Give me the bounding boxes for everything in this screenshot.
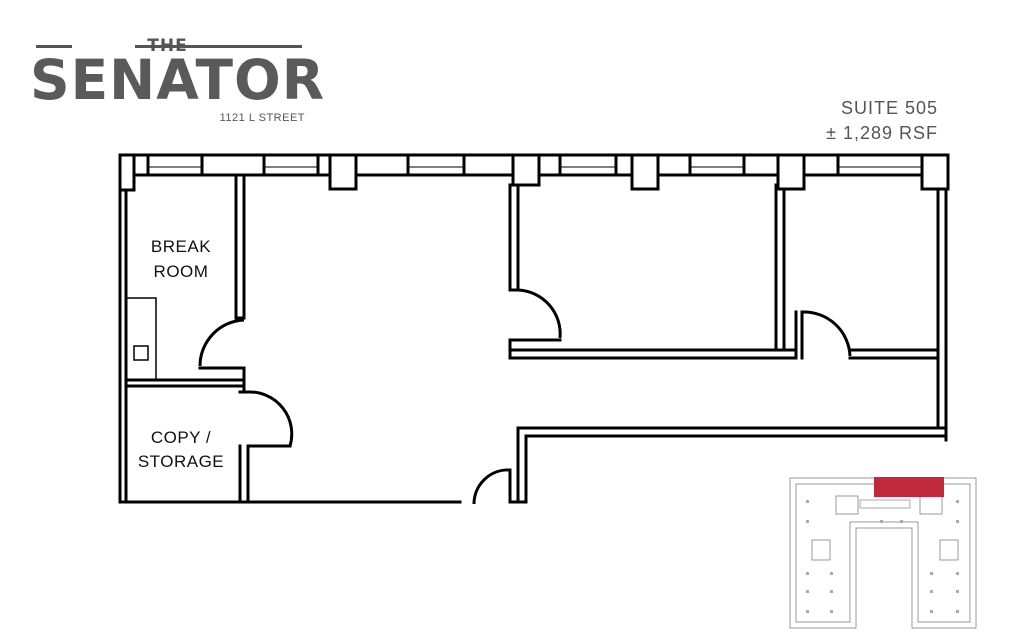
door-office1 xyxy=(517,288,562,339)
door-copy xyxy=(247,390,294,447)
door-entry xyxy=(472,468,511,505)
room-label-break-2: ROOM xyxy=(154,262,209,281)
key-plan xyxy=(789,477,977,629)
logo-rule-right xyxy=(135,45,302,48)
break-counter xyxy=(125,297,157,381)
walls xyxy=(118,153,950,504)
suite-number: SUITE 505 xyxy=(840,98,938,118)
logo-rule-left xyxy=(36,45,72,48)
building-address: 1121 L STREET xyxy=(219,112,305,124)
sink-icon xyxy=(133,345,149,361)
logo-name: SENATOR xyxy=(30,48,326,112)
keyplan-suite-highlight xyxy=(874,477,944,497)
room-label-break-1: BREAK xyxy=(151,237,211,256)
door-office2 xyxy=(801,310,852,357)
room-label-copy-1: COPY / xyxy=(151,428,211,447)
logo-prefix: THE xyxy=(147,36,188,56)
doors xyxy=(198,288,852,505)
suite-info: SUITE 505 ± 1,289 RSF xyxy=(826,96,938,146)
suite-area: ± 1,289 RSF xyxy=(826,123,938,143)
columns xyxy=(132,153,950,191)
room-label-copy-2: STORAGE xyxy=(138,452,224,471)
senator-logo: THE SENATOR 1121 L STREET xyxy=(30,36,326,131)
door-breakroom xyxy=(198,318,245,367)
